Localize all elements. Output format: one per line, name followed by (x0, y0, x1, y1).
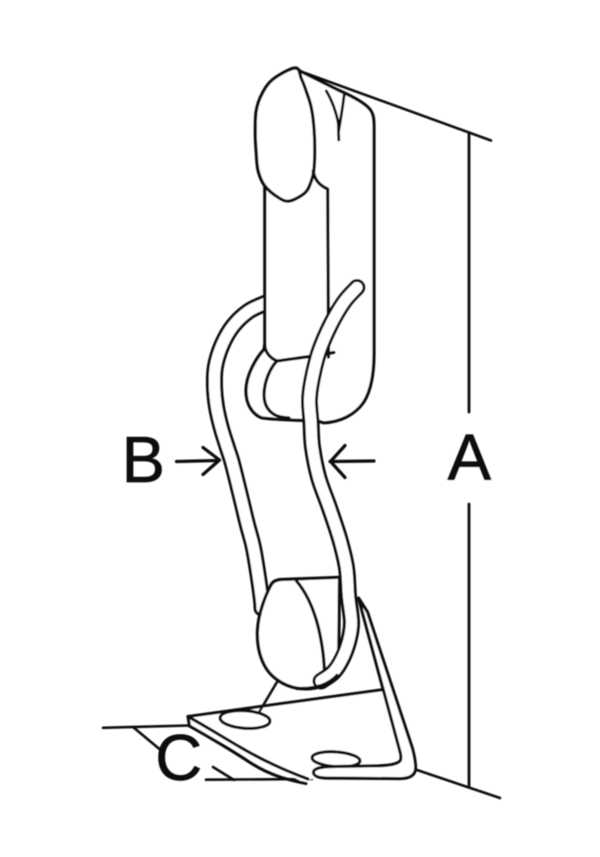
svg-text:C: C (155, 721, 202, 794)
svg-text:A: A (448, 421, 492, 494)
svg-text:B: B (122, 423, 165, 496)
